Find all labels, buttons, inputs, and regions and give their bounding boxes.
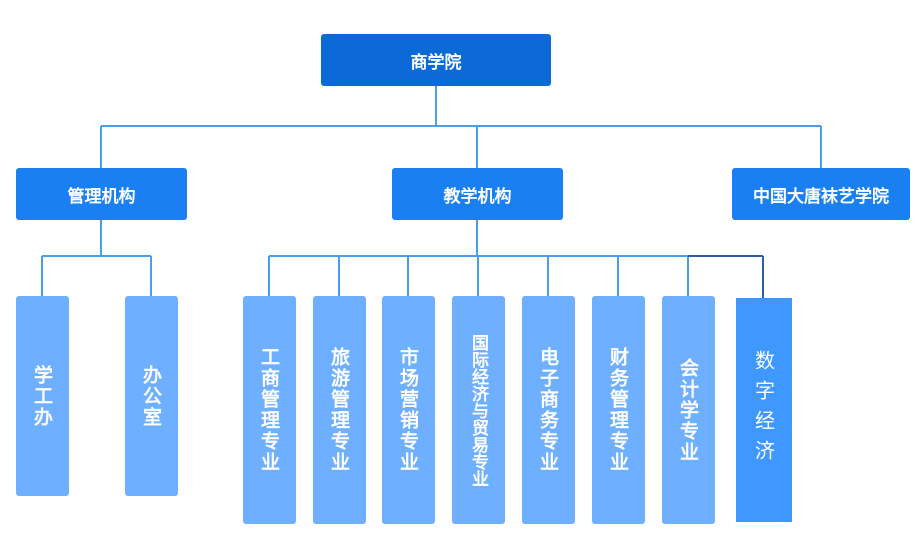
leaf-node-office: 办公室 <box>125 296 178 496</box>
branch-node-datang: 中国大唐袜艺学院 <box>732 168 910 220</box>
leaf-node-marketing: 市场营销专业 <box>382 296 435 524</box>
leaf-node-business-admin: 工商管理专业 <box>243 296 296 524</box>
leaf-node-intl-trade: 国际经济与贸易专业 <box>452 296 505 524</box>
leaf-node-tourism: 旅游管理专业 <box>313 296 366 524</box>
root-node: 商学院 <box>321 34 551 86</box>
branch-node-teaching: 教学机构 <box>392 168 563 220</box>
leaf-node-student-affairs: 学工办 <box>16 296 69 496</box>
leaf-node-digital-economy: 数字经济 <box>736 298 792 522</box>
leaf-node-ecommerce: 电子商务专业 <box>522 296 575 524</box>
branch-node-management: 管理机构 <box>16 168 187 220</box>
leaf-node-finance: 财务管理专业 <box>592 296 645 524</box>
leaf-node-accounting: 会计学专业 <box>662 296 715 524</box>
